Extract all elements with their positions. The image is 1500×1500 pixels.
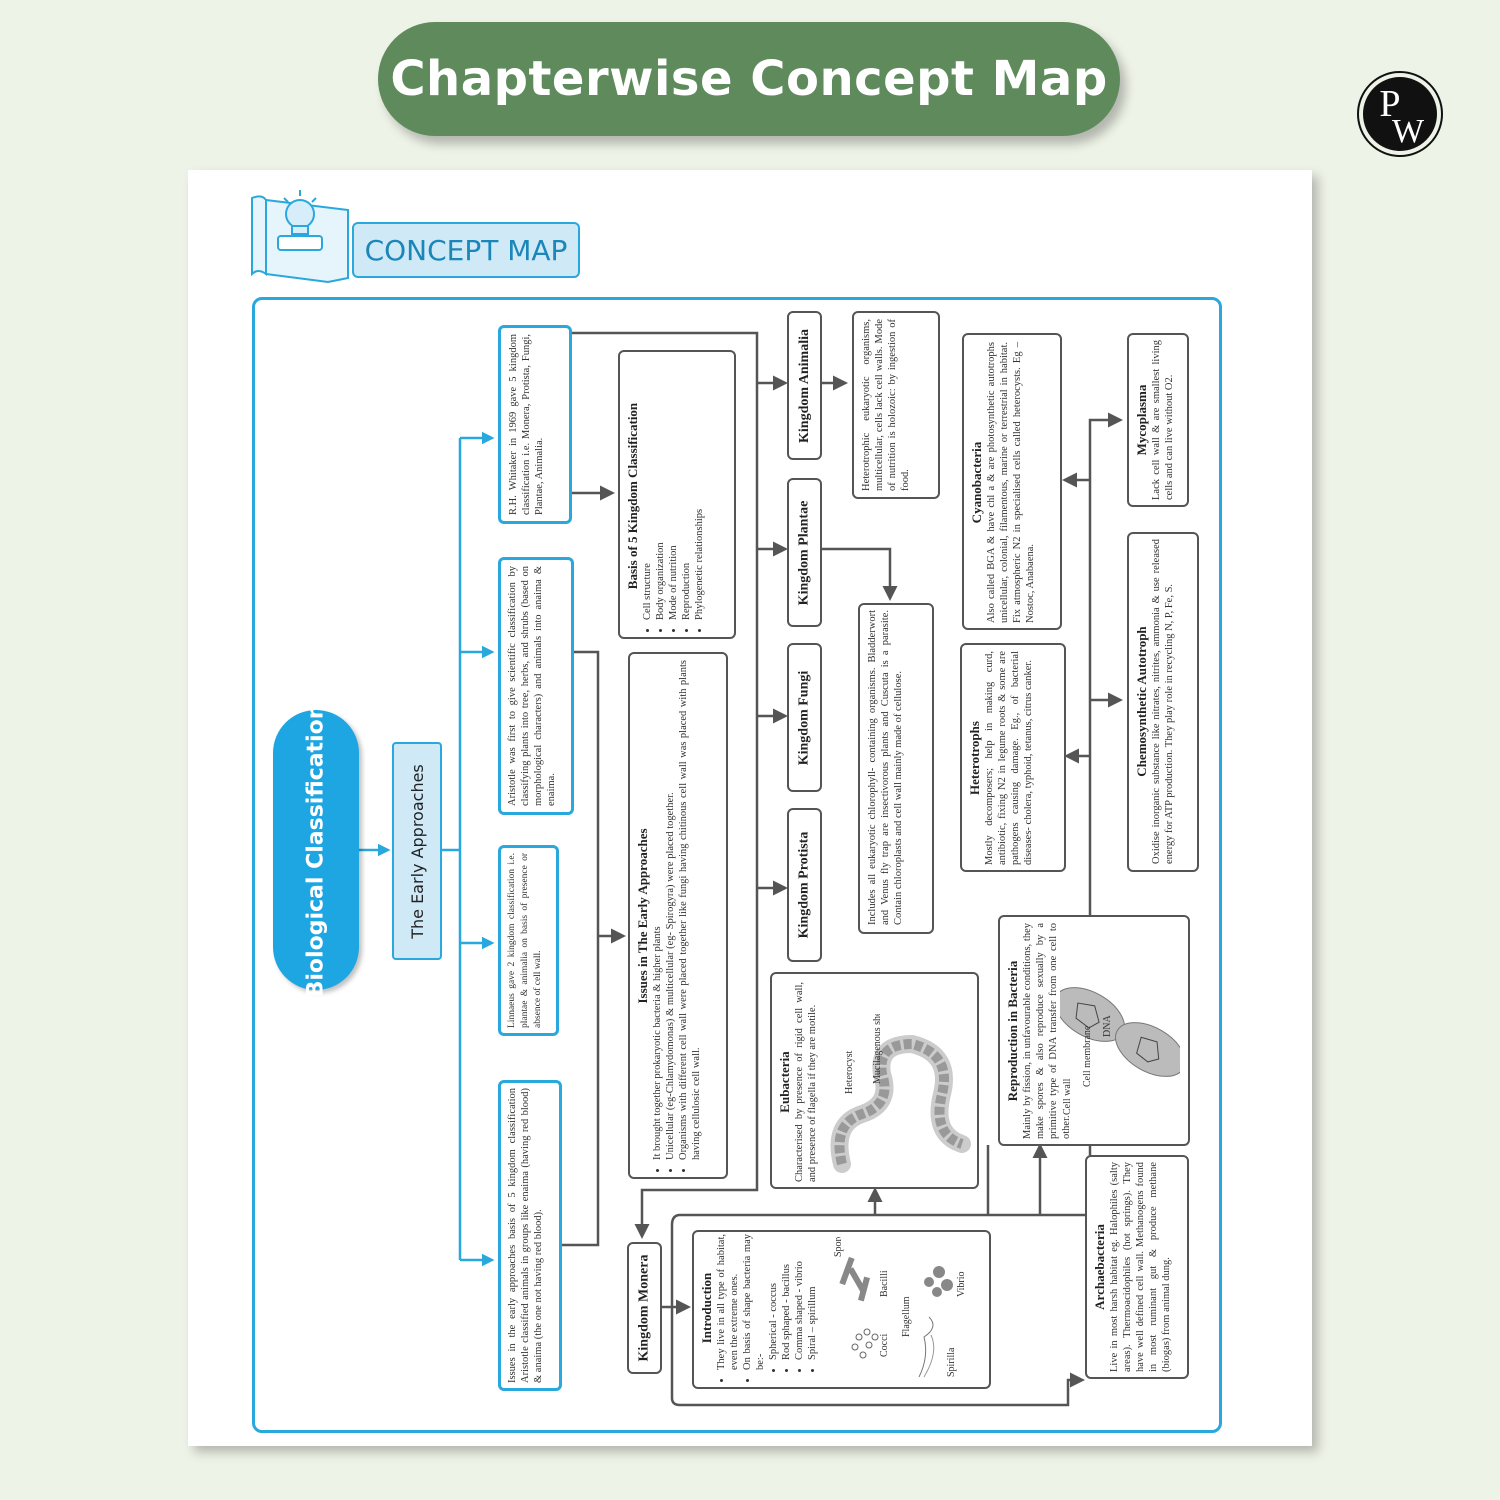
basis-item: Reproduction (680, 360, 693, 620)
lightbulb-icon (277, 190, 323, 251)
archaebacteria-title: Archaebacteria (1092, 1224, 1107, 1310)
basis-item: Mode of nutrition (667, 360, 680, 620)
fig-label-vibrio: Vibrio (956, 1271, 967, 1297)
concept-map-label: CONCEPT MAP (352, 222, 580, 278)
kingdom-protista-label: Kingdom Protista (796, 831, 812, 939)
issues-box: Issues in The Early Approaches It brough… (628, 652, 728, 1179)
issues-item: Unicellular (eg-Chlamydomonas) & multice… (664, 660, 677, 1160)
kingdom-plantae-label: Kingdom Plantae (796, 500, 812, 605)
page-title: Chapterwise Concept Map (390, 51, 1108, 107)
kingdom-animalia-label: Kingdom Animalia (796, 328, 812, 443)
shape-item: Rod sphaped - bacillus (780, 1234, 793, 1360)
root-label: Biological Classification (303, 703, 329, 997)
basis-title: Basis of 5 Kingdom Classification (625, 402, 640, 590)
aristotle-text: Aristotle was first to give scientific c… (507, 566, 557, 806)
introduction-box: Introduction They live in all type of ha… (692, 1230, 991, 1389)
kingdom-monera-box: Kingdom Monera (627, 1242, 662, 1374)
early-approaches-label: The Early Approaches (407, 763, 427, 939)
plantae-desc-box: Includes all eukaryotic chlorophyll- con… (858, 603, 934, 934)
fig-label-dna: DNA (1102, 1015, 1113, 1037)
aristotle-box: Aristotle was first to give scientific c… (498, 557, 574, 815)
whitaker-box: R.H. Whitaker in 1969 gave 5 kingdom cla… (498, 325, 572, 524)
bacteria-shapes-figure: Spore Bacilli Vibrio Cocci Flagellum Spi… (833, 1237, 967, 1378)
eubacteria-box: Eubacteria Characterised by presence of … (770, 972, 979, 1189)
mycoplasma-title: Mycoplasma (1134, 384, 1149, 456)
fig-label-cocci: Cocci (879, 1333, 890, 1357)
mycoplasma-text: Lack cell wall & are smallest living cel… (1151, 340, 1175, 500)
issues-title: Issues in The Early Approaches (635, 828, 650, 1004)
linnaeus-text: Linnaeus gave 2 kingdom classification i… (507, 853, 543, 1028)
introduction-title: Introduction (699, 1272, 714, 1344)
shape-item: Spiral – spirillum (806, 1234, 819, 1361)
fig-label-spirilla: Spirilla (946, 1347, 957, 1377)
kingdom-protista-box: Kingdom Protista (787, 808, 822, 962)
basis-box: Basis of 5 Kingdom Classification Cell s… (618, 350, 736, 639)
introduction-item: They live in all type of habitat, even t… (715, 1234, 741, 1370)
basis-item: Phylogenetic relationships (693, 360, 706, 620)
fig-label-bacilli: Bacilli (879, 1270, 890, 1297)
cyanobacteria-box: Cyanobacteria Also called BGA & have chl… (962, 333, 1062, 630)
mycoplasma-box: Mycoplasma Lack cell wall & are smallest… (1127, 333, 1189, 507)
reproduction-box: Reproduction in Bacteria Mainly by fissi… (998, 915, 1190, 1146)
kingdom-plantae-box: Kingdom Plantae (787, 478, 822, 627)
eubacteria-title: Eubacteria (777, 1051, 792, 1113)
fig-label-heterocyst: Heterocyst (844, 1050, 855, 1094)
issues-basis-box: Issues in the early approaches basis of … (498, 1080, 562, 1391)
shape-item: Spherical - coccus (767, 1234, 780, 1360)
animalia-desc: Heterotrophic eukaryotic organisms, mult… (861, 319, 911, 491)
logo-letter-p: P (1379, 83, 1400, 125)
introduction-item: On basis of shape bacteria may be:- (741, 1234, 767, 1370)
fig-label-cell-wall: Cell wall (1062, 1078, 1073, 1115)
chemosynthetic-text: Oxidise inorganic substance like nitrate… (1151, 539, 1175, 864)
early-approaches-node: The Early Approaches (392, 742, 442, 960)
bacteria-fission-figure: Cell wall Cell membrane DNA (1060, 987, 1180, 1115)
root-node-biological-classification: Biological Classification (273, 703, 359, 997)
issues-item: Organisms with different cell wall were … (677, 660, 703, 1160)
whitaker-text: R.H. Whitaker in 1969 gave 5 kingdom cla… (508, 334, 545, 515)
chemosynthetic-box: Chemosynthetic Autotroph Oxidise inorgan… (1127, 532, 1199, 872)
fig-label-flagellum: Flagellum (901, 1296, 912, 1337)
basis-item: Cell structure (641, 360, 654, 620)
fig-label-spore: Spore (833, 1237, 844, 1257)
shape-item: Comma shaped - vibrio (793, 1234, 806, 1360)
eubacteria-text: Characterised by presence of rigid cell … (794, 982, 818, 1182)
logo-letter-w: W (1392, 113, 1425, 150)
heterotrophs-title: Heterotrophs (967, 721, 982, 795)
fig-label-mucilagenous-sheath: Mucilagenous sheath (872, 1014, 883, 1084)
kingdom-fungi-box: Kingdom Fungi (787, 643, 822, 792)
archaebacteria-text: Live in most harsh habitat eg. Halophile… (1109, 1162, 1172, 1372)
heterotrophs-box: Heterotrophs Mostly decomposers; help in… (960, 643, 1066, 872)
pw-logo-icon: P W (1357, 71, 1443, 157)
filament-figure: Heterocyst Mucilagenous sheath (830, 1014, 971, 1173)
kingdom-monera-label: Kingdom Monera (636, 1254, 652, 1362)
cyanobacteria-title: Cyanobacteria (969, 441, 984, 524)
linnaeus-box: Linnaeus gave 2 kingdom classification i… (498, 845, 559, 1036)
concept-map-badge (251, 190, 349, 284)
plantae-desc: Includes all eukaryotic chlorophyll- con… (867, 610, 904, 925)
archaebacteria-box: Archaebacteria Live in most harsh habita… (1085, 1155, 1189, 1379)
kingdom-fungi-label: Kingdom Fungi (796, 670, 812, 765)
chemosynthetic-title: Chemosynthetic Autotroph (1134, 626, 1149, 777)
basis-item: Body organization (654, 360, 667, 620)
reproduction-title: Reproduction in Bacteria (1005, 960, 1020, 1102)
issues-item: It brought together prokaryotic bacteria… (651, 660, 664, 1160)
kingdom-animalia-box: Kingdom Animalia (787, 311, 822, 460)
animalia-desc-box: Heterotrophic eukaryotic organisms, mult… (852, 311, 940, 499)
fig-label-cell-membrane: Cell membrane (1082, 1025, 1093, 1087)
issues-basis-text: Issues in the early approaches basis of … (507, 1088, 544, 1383)
cyanobacteria-text: Also called BGA & have chl a & are photo… (986, 342, 1036, 623)
header-title-pill: Chapterwise Concept Map (378, 22, 1120, 136)
map-frame (252, 297, 1222, 1433)
heterotrophs-text: Mostly decomposers; help in making curd,… (984, 651, 1034, 865)
